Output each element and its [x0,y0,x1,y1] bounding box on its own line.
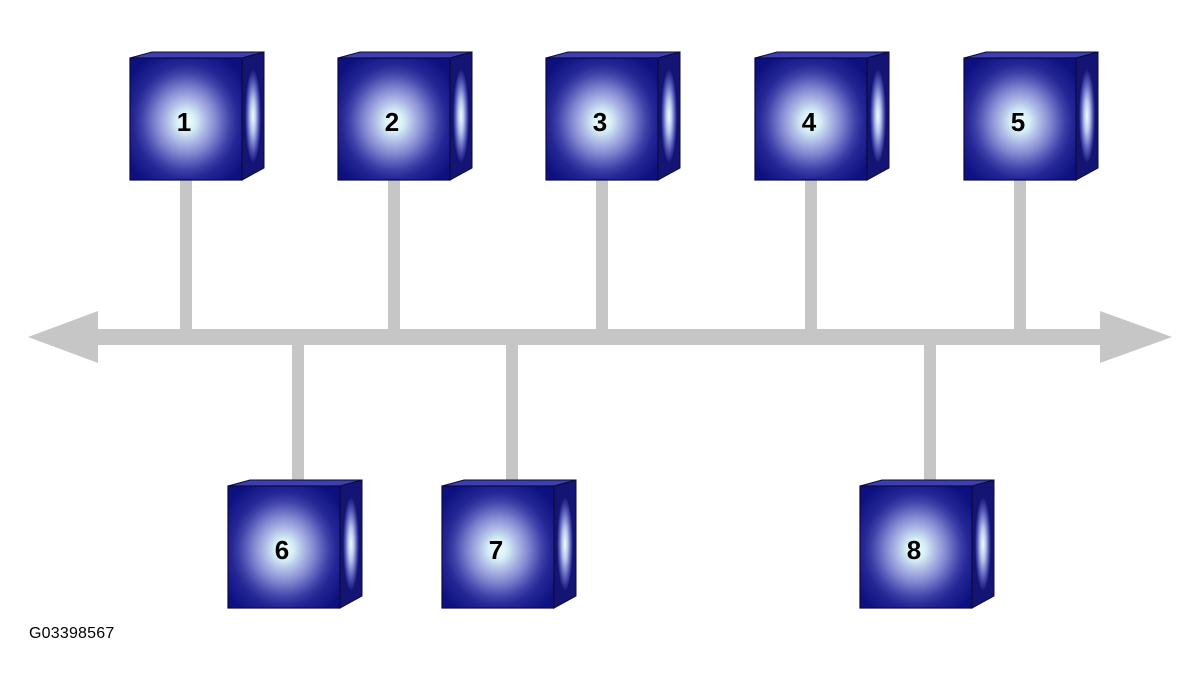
node-front-face [337,57,451,181]
node-front-face [227,485,341,609]
node-front-face [441,485,555,609]
node-stem-1 [180,180,192,331]
node-side-highlight [343,497,359,591]
node-stem-5 [1014,180,1026,331]
node-stem-4 [805,180,817,331]
node-5: 5 [963,51,1099,181]
node-1: 1 [129,51,265,181]
node-stems [180,180,1026,486]
node-8: 8 [859,479,995,609]
node-6: 6 [227,479,363,609]
node-stem-6 [292,343,304,486]
bus-line [28,311,1172,363]
node-label: 5 [1011,107,1025,137]
node-side-highlight [975,497,991,591]
right-arrowhead [1100,311,1172,363]
node-label: 4 [802,107,817,137]
node-front-face [859,485,973,609]
node-front-face [129,57,243,181]
node-3: 3 [545,51,681,181]
node-front-face [545,57,659,181]
node-front-face [754,57,868,181]
node-side-highlight [661,69,677,163]
figure-id: G03398567 [29,625,115,642]
node-label: 7 [489,535,503,565]
node-label: 3 [593,107,607,137]
node-side-highlight [1079,69,1095,163]
node-side-highlight [453,69,469,163]
node-stem-7 [506,343,518,486]
node-7: 7 [441,479,577,609]
node-stem-2 [388,180,400,331]
node-label: 2 [385,107,399,137]
node-side-highlight [870,69,886,163]
node-stem-3 [596,180,608,331]
left-arrowhead [28,311,98,363]
node-label: 6 [275,535,289,565]
nodes: 1 2 3 4 5 6 7 8 [129,51,1099,609]
node-2: 2 [337,51,473,181]
node-side-highlight [245,69,261,163]
node-label: 1 [177,107,191,137]
node-front-face [963,57,1077,181]
node-stem-8 [924,343,936,486]
node-4: 4 [754,51,890,181]
node-side-highlight [557,497,573,591]
node-label: 8 [907,535,921,565]
